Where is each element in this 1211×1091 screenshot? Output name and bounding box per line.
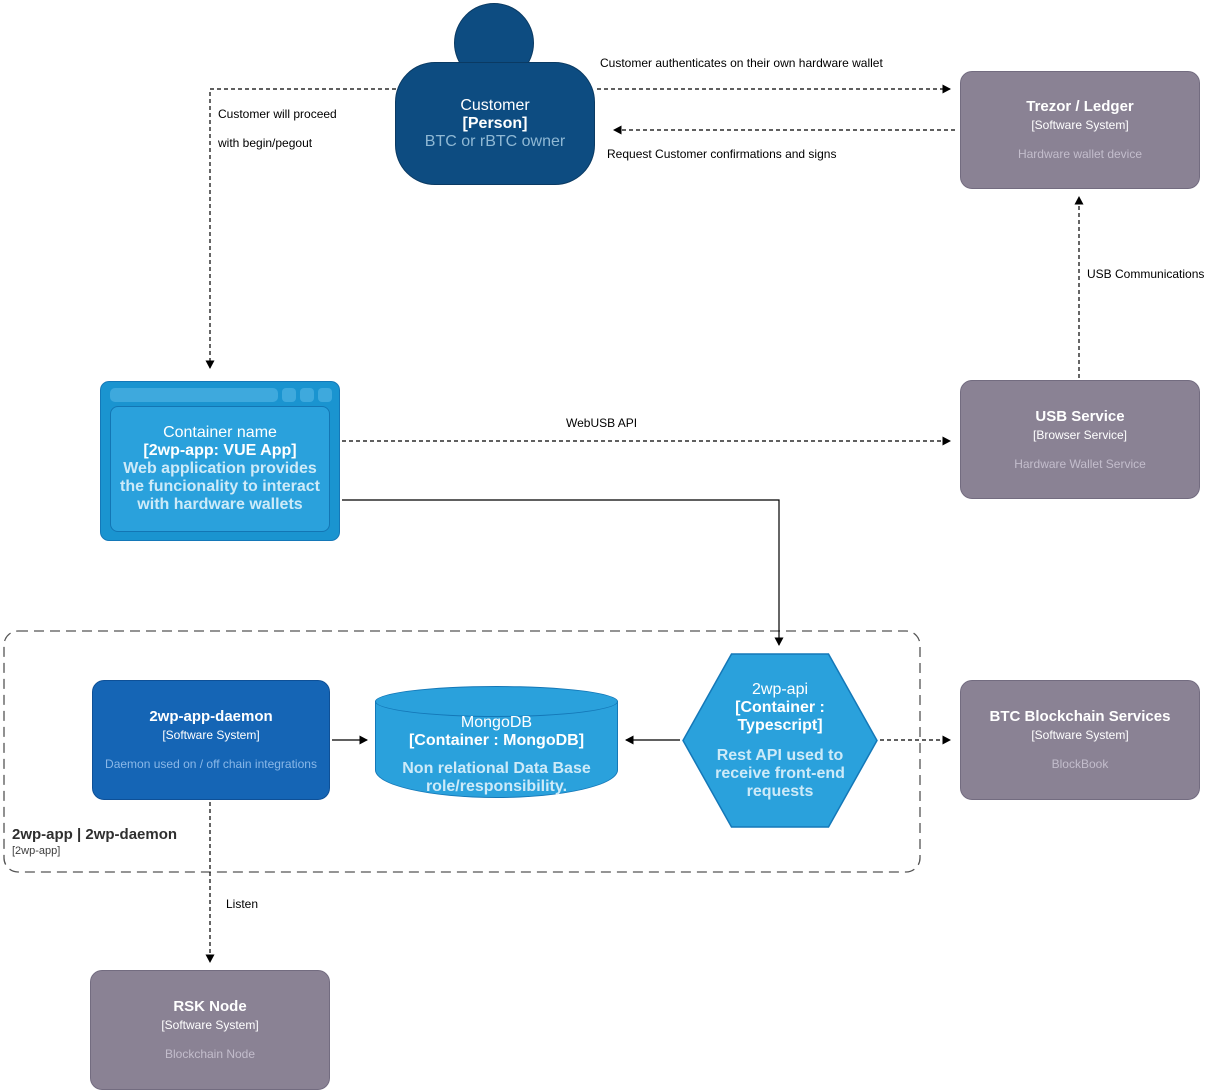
- node-title: Container name: [163, 424, 277, 441]
- node-desc: BlockBook: [1051, 757, 1109, 771]
- node-tech: [Container : Typescript]: [735, 698, 825, 734]
- node-desc: BTC or rBTC owner: [424, 132, 566, 150]
- api-hexagon-node[interactable]: 2wp-api [Container : Typescript] Rest AP…: [682, 653, 878, 828]
- edge-customer-container[interactable]: [205, 88, 396, 369]
- node-tech: [Software System]: [1031, 728, 1129, 742]
- node-title: BTC Blockchain Services: [989, 708, 1171, 725]
- edge-label-proceed-2: with begin/pegout: [218, 136, 313, 150]
- window-button-icon: [318, 388, 332, 402]
- node-title: USB Service: [1035, 407, 1125, 425]
- node-desc: Hardware Wallet Service: [1014, 456, 1146, 471]
- edge-label-request-signs: Request Customer confirmations and signs: [607, 147, 837, 161]
- edge-container-api[interactable]: [342, 499, 784, 646]
- customer-person-node[interactable]: Customer [Person] BTC or rBTC owner: [395, 3, 595, 185]
- daemon-node[interactable]: 2wp-app-daemon [Software System] Daemon …: [92, 680, 330, 800]
- node-desc: Non relational Data Base role/responsibi…: [402, 760, 591, 795]
- node-title: 2wp-api: [751, 680, 809, 698]
- node-tech: [2wp-app: VUE App]: [143, 442, 297, 459]
- edge-label-usb-comms: USB Communications: [1087, 267, 1205, 281]
- mongodb-node[interactable]: MongoDB [Container : MongoDB] Non relati…: [375, 686, 618, 798]
- node-title: 2wp-app-daemon: [149, 708, 273, 725]
- edge-label-authenticate: Customer authenticates on their own hard…: [600, 56, 883, 70]
- edge-label-webusb-api: WebUSB API: [566, 416, 638, 430]
- node-title: Customer: [460, 96, 530, 114]
- node-desc: Blockchain Node: [164, 1047, 256, 1061]
- btc-services-node[interactable]: BTC Blockchain Services [Software System…: [960, 680, 1200, 800]
- usb-service-node[interactable]: USB Service [Browser Service] Hardware W…: [960, 380, 1200, 499]
- node-desc: Rest API used to receive front-end reque…: [715, 746, 845, 800]
- cylinder-body: [375, 701, 618, 798]
- node-desc: Hardware wallet device: [1017, 147, 1143, 161]
- node-tech: [Person]: [462, 114, 528, 132]
- node-title: MongoDB: [460, 714, 533, 731]
- node-desc: Web application provides the funcionalit…: [119, 460, 320, 513]
- node-tech: [Software System]: [1031, 118, 1129, 132]
- edge-label-listen: Listen: [226, 897, 259, 911]
- cylinder-top: [375, 686, 618, 717]
- node-tech: [Software System]: [161, 1018, 259, 1032]
- rsk-node[interactable]: RSK Node [Software System] Blockchain No…: [90, 970, 330, 1090]
- node-desc: Daemon used on / off chain integrations: [105, 757, 317, 771]
- node-title: RSK Node: [173, 998, 247, 1015]
- boundary-label: 2wp-app | 2wp-daemon [2wp-app]: [12, 826, 177, 858]
- node-tech: [Software System]: [162, 728, 260, 742]
- node-title: Trezor / Ledger: [1026, 98, 1134, 115]
- window-button-icon: [282, 388, 296, 402]
- node-tech: [Browser Service]: [1032, 427, 1128, 442]
- trezor-ledger-node[interactable]: Trezor / Ledger [Software System] Hardwa…: [960, 71, 1200, 189]
- hexagon-shape: [682, 653, 878, 828]
- window-addressbar: [110, 388, 278, 402]
- edge-label-proceed-1: Customer will proceed: [218, 107, 337, 121]
- boundary-title: 2wp-app | 2wp-daemon: [12, 826, 178, 843]
- window-button-icon: [300, 388, 314, 402]
- container-name-node[interactable]: Container name [2wp-app: VUE App] Web ap…: [100, 381, 340, 541]
- node-tech: [Container : MongoDB]: [408, 732, 585, 749]
- boundary-tech: [2wp-app]: [12, 845, 61, 857]
